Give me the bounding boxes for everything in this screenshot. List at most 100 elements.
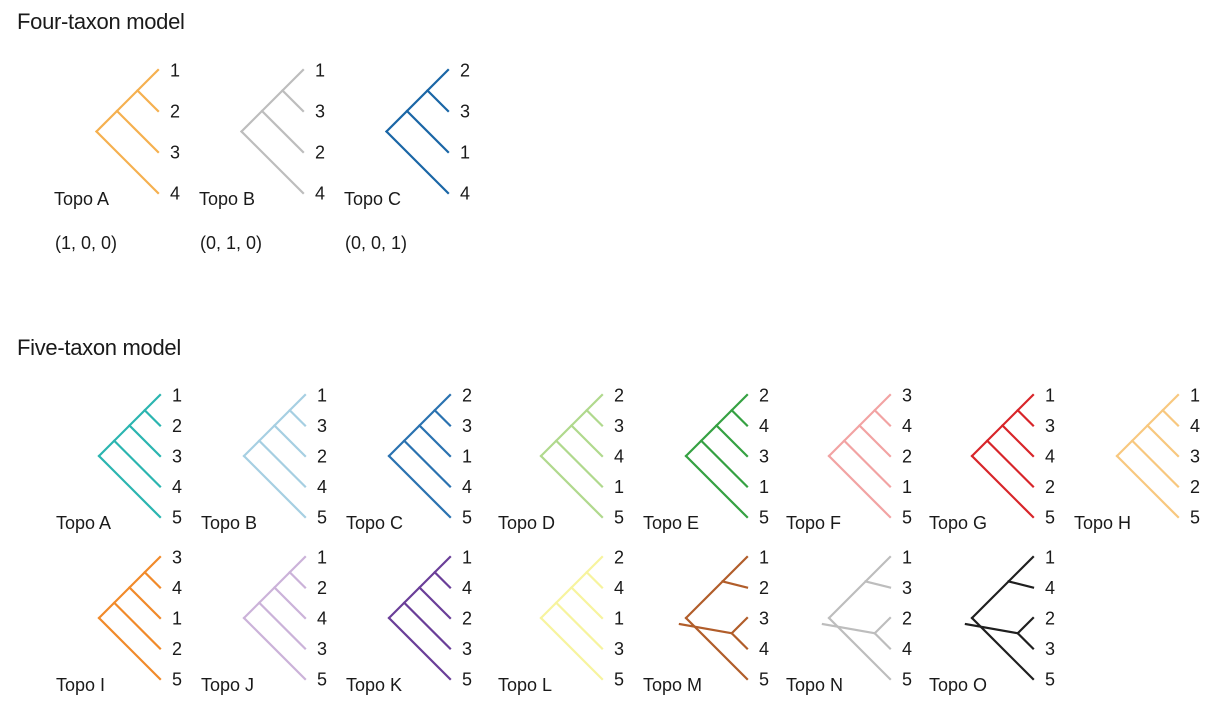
branch bbox=[714, 423, 749, 458]
leaf-label: 3 bbox=[170, 143, 180, 163]
topo-label: Topo I bbox=[56, 675, 105, 695]
leaf-label: 4 bbox=[460, 184, 470, 204]
topo-label: Topo O bbox=[929, 675, 987, 695]
leaf-label: 5 bbox=[172, 670, 182, 690]
branch bbox=[554, 439, 604, 489]
branch bbox=[1016, 616, 1035, 635]
branch bbox=[569, 423, 604, 458]
branch bbox=[143, 570, 162, 590]
branch bbox=[135, 88, 160, 113]
branch bbox=[864, 580, 892, 589]
branch bbox=[827, 454, 892, 519]
branch bbox=[970, 555, 1035, 620]
leaf-label: 1 bbox=[460, 143, 470, 163]
branch bbox=[257, 439, 307, 489]
leaf-label: 2 bbox=[1190, 477, 1200, 497]
branch bbox=[827, 616, 892, 681]
branch bbox=[569, 585, 604, 620]
leaf-label: 4 bbox=[1045, 578, 1055, 598]
branch bbox=[387, 454, 452, 519]
branch bbox=[1130, 439, 1180, 489]
branch bbox=[873, 616, 892, 635]
leaf-label: 1 bbox=[902, 477, 912, 497]
branch bbox=[288, 408, 307, 428]
leaf-label: 5 bbox=[902, 670, 912, 690]
leaf-label: 1 bbox=[170, 61, 180, 81]
topo-label: Topo H bbox=[1074, 513, 1131, 533]
branch bbox=[1000, 423, 1035, 458]
topo-label: Topo B bbox=[201, 513, 257, 533]
leaf-label: 1 bbox=[462, 447, 472, 467]
branch bbox=[280, 88, 305, 113]
leaf-label: 5 bbox=[317, 508, 327, 528]
branch bbox=[585, 408, 604, 428]
branch bbox=[970, 616, 1035, 681]
leaf-label: 4 bbox=[614, 578, 624, 598]
leaf-label: 4 bbox=[462, 578, 472, 598]
leaf-label: 4 bbox=[902, 416, 912, 436]
leaf-label: 3 bbox=[614, 639, 624, 659]
branch bbox=[730, 408, 749, 428]
leaf-label: 3 bbox=[1045, 639, 1055, 659]
branch bbox=[115, 109, 160, 154]
leaf-label: 1 bbox=[1045, 386, 1055, 406]
branch bbox=[402, 439, 452, 489]
leaf-label: 3 bbox=[172, 447, 182, 467]
leaf-label: 1 bbox=[614, 477, 624, 497]
leaf-label: 2 bbox=[1045, 477, 1055, 497]
leaf-label: 4 bbox=[1045, 447, 1055, 467]
leaf-label: 5 bbox=[759, 508, 769, 528]
branch bbox=[857, 423, 892, 458]
branch bbox=[842, 439, 892, 489]
leaf-label: 4 bbox=[317, 477, 327, 497]
leaf-label: 1 bbox=[614, 609, 624, 629]
leaf-label: 5 bbox=[902, 508, 912, 528]
branch bbox=[257, 601, 307, 651]
leaf-label: 3 bbox=[759, 609, 769, 629]
leaf-label: 4 bbox=[759, 416, 769, 436]
leaf-label: 1 bbox=[462, 548, 472, 568]
leaf-label: 2 bbox=[315, 143, 325, 163]
leaf-label: 2 bbox=[172, 416, 182, 436]
leaf-label: 5 bbox=[172, 508, 182, 528]
leaf-label: 3 bbox=[460, 102, 470, 122]
branch bbox=[112, 439, 162, 489]
topo-label: Topo J bbox=[201, 675, 254, 695]
branch bbox=[821, 622, 877, 635]
branch bbox=[94, 129, 160, 195]
topo-label: Topo A bbox=[56, 513, 111, 533]
leaf-label: 4 bbox=[317, 609, 327, 629]
leaf-label: 3 bbox=[614, 416, 624, 436]
branch bbox=[539, 616, 604, 681]
branch bbox=[384, 68, 450, 134]
topo-label: Topo N bbox=[786, 675, 843, 695]
topo-label: Topo E bbox=[643, 513, 699, 533]
topo-label: Topo A bbox=[54, 189, 109, 209]
topology-vector: (0, 0, 1) bbox=[345, 233, 407, 253]
leaf-label: 2 bbox=[759, 386, 769, 406]
leaf-label: 2 bbox=[1045, 609, 1055, 629]
leaf-label: 4 bbox=[759, 639, 769, 659]
branch bbox=[387, 616, 452, 681]
leaf-label: 1 bbox=[317, 386, 327, 406]
branch bbox=[964, 622, 1020, 635]
four-taxon-title: Four-taxon model bbox=[17, 9, 185, 34]
branch bbox=[699, 439, 749, 489]
branch bbox=[143, 408, 162, 428]
leaf-label: 5 bbox=[614, 508, 624, 528]
branch bbox=[127, 423, 162, 458]
branch bbox=[1145, 423, 1180, 458]
branch bbox=[721, 580, 749, 589]
topology-vector: (1, 0, 0) bbox=[55, 233, 117, 253]
branch bbox=[1016, 408, 1035, 428]
branch bbox=[433, 570, 452, 590]
leaf-label: 3 bbox=[462, 416, 472, 436]
leaf-label: 3 bbox=[902, 578, 912, 598]
